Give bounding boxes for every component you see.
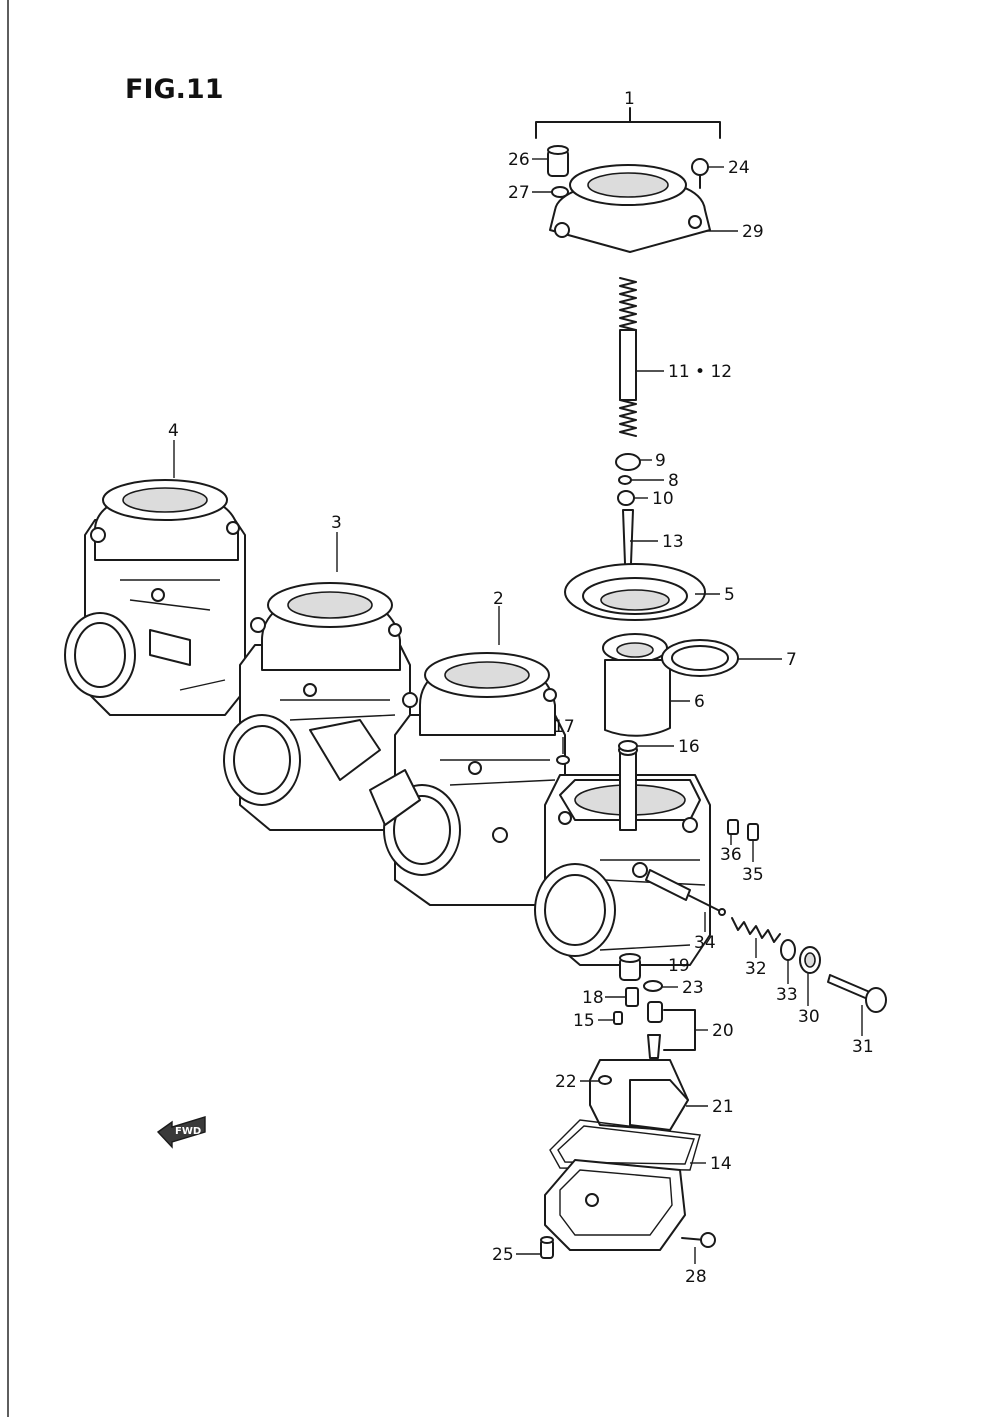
callout-9: 9 (655, 451, 666, 471)
screw-25 (540, 1236, 554, 1259)
float-bowl (544, 1159, 686, 1251)
part-8 (618, 475, 632, 485)
carburetor-1-body (534, 744, 711, 966)
callout-27: 27 (508, 183, 530, 203)
screw-31 (827, 974, 887, 1013)
callout-29: 29 (742, 222, 764, 242)
part-36 (727, 819, 739, 835)
part-10 (617, 490, 635, 506)
ring-23 (643, 980, 663, 992)
part-34 (645, 869, 726, 916)
callout-31: 31 (852, 1037, 874, 1057)
diaphragm-5 (564, 563, 706, 621)
washer-33 (780, 939, 796, 961)
top-cap-29 (535, 107, 721, 253)
callout-7: 7 (786, 650, 797, 670)
carburetor-2 (369, 652, 566, 906)
callout-28: 28 (685, 1267, 707, 1287)
callout-22: 22 (555, 1072, 577, 1092)
leader-lines (173, 158, 863, 1264)
callout-19: 19 (668, 956, 690, 976)
callout-6: 6 (694, 692, 705, 712)
part-17 (556, 755, 570, 765)
callout-17: 17 (553, 717, 575, 737)
callout-15: 15 (573, 1011, 595, 1031)
callout-35: 35 (742, 865, 764, 885)
callout-10: 10 (652, 489, 674, 509)
part-9 (615, 453, 641, 471)
float-21 (589, 1059, 689, 1131)
callout-34: 34 (694, 933, 716, 953)
parts-20 (647, 1001, 696, 1059)
callout-18: 18 (582, 988, 604, 1008)
callout-8: 8 (668, 471, 679, 491)
part-22 (598, 1075, 612, 1085)
fwd-label: FWD (175, 1126, 201, 1137)
spring-11-12 (619, 277, 637, 437)
callout-3: 3 (331, 513, 342, 533)
nut-30 (799, 946, 821, 974)
carburetor-4 (64, 479, 246, 716)
callout-2: 2 (493, 589, 504, 609)
part-24 (691, 158, 709, 176)
callout-5: 5 (724, 585, 735, 605)
callout-21: 21 (712, 1097, 734, 1117)
callout-36: 36 (720, 845, 742, 865)
carburetor-3 (223, 582, 411, 831)
part-27 (551, 186, 569, 198)
callout-16: 16 (678, 737, 700, 757)
callout-14: 14 (710, 1154, 732, 1174)
callout-32: 32 (745, 959, 767, 979)
piston-6 (602, 633, 671, 737)
callout-24: 24 (728, 158, 750, 178)
callout-20: 20 (712, 1021, 734, 1041)
part-15 (613, 1011, 623, 1025)
spring-32 (731, 917, 781, 943)
part-16 (618, 740, 638, 752)
part-18 (625, 987, 639, 1007)
fwd-arrow: FWD (156, 1116, 206, 1149)
gasket-14 (549, 1119, 701, 1171)
screw-28 (681, 1232, 716, 1248)
callout-4: 4 (168, 421, 179, 441)
callout-30: 30 (798, 1007, 820, 1027)
figure-title: FIG.11 (125, 74, 223, 105)
callout-labels: 1 2 3 4 5 6 7 8 9 10 11 • 12 13 14 15 16… (168, 89, 874, 1287)
part-35 (747, 823, 759, 841)
callout-33: 33 (776, 985, 798, 1005)
ring-7 (661, 639, 739, 677)
callout-13: 13 (662, 532, 684, 552)
callout-26: 26 (508, 150, 530, 170)
callout-23: 23 (682, 978, 704, 998)
callout-1: 1 (624, 89, 635, 109)
callout-11-12: 11 • 12 (668, 362, 732, 382)
callout-25: 25 (492, 1245, 514, 1265)
part-19 (619, 953, 641, 981)
